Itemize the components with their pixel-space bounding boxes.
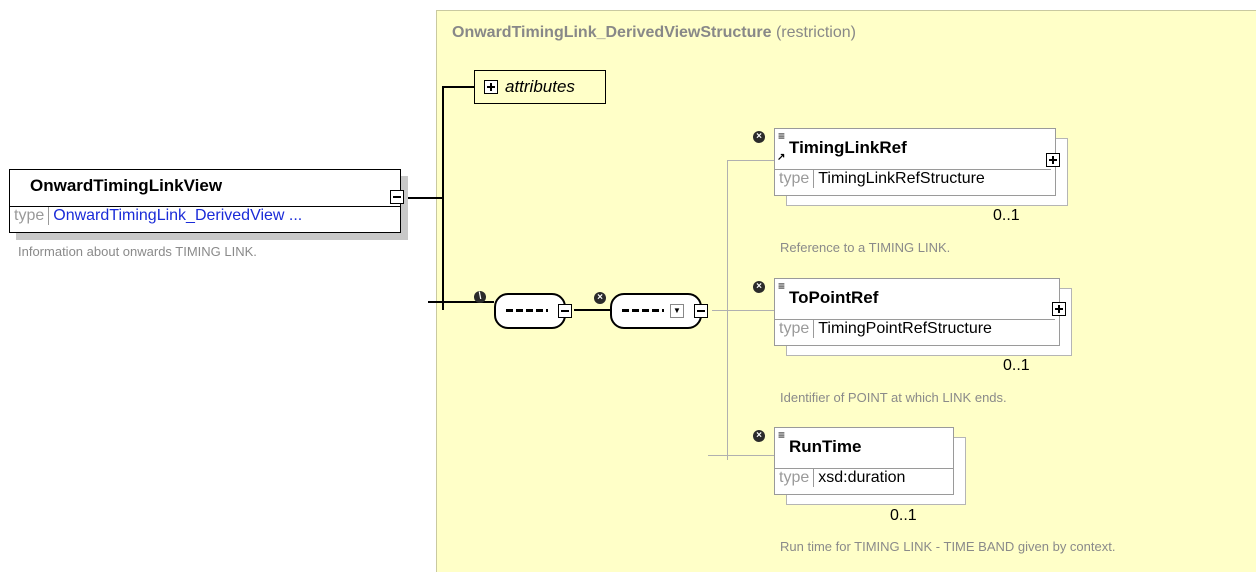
connector [574,309,610,311]
element-card[interactable]: OnwardTimingLinkView type OnwardTimingLi… [9,169,401,233]
optional-x-icon: × [753,131,765,143]
child-type-row: type xsd:duration [775,468,953,487]
type-value: xsd:duration [818,469,906,486]
optional-x-icon: \ [474,291,486,303]
optional-x-icon: × [753,430,765,442]
element-name: OnwardTimingLinkView [30,176,223,195]
child-card[interactable]: ≡ ToPointRef type TimingPointRefStructur… [774,278,1060,346]
minus-box-icon[interactable] [390,190,404,204]
plus-box-icon[interactable] [484,80,498,94]
sequence-compositor[interactable]: ▼ [610,293,702,329]
sequence-compositor[interactable] [494,293,566,329]
element-description: Information about onwards TIMING LINK. [18,244,257,259]
type-value-link[interactable]: OnwardTimingLink_DerivedView ... [53,207,303,224]
documentation-icon: ≡ [778,279,786,293]
plus-box-icon[interactable] [1052,302,1066,316]
child-type-row: type TimingLinkRefStructure [775,169,1051,188]
attributes-box[interactable]: attributes [474,70,606,104]
child-name: ToPointRef [789,288,879,307]
child-description: Reference to a TIMING LINK. [780,240,951,255]
child-description: Run time for TIMING LINK - TIME BAND giv… [780,539,1116,554]
type-label: type [775,170,815,188]
child-card[interactable]: ≡ ↗ TimingLinkRef type TimingLinkRefStru… [774,128,1056,196]
minus-box-icon[interactable] [558,304,572,318]
type-label: type [10,207,50,225]
type-label: type [775,320,815,338]
connector [442,86,444,310]
type-label: type [775,469,815,487]
connector [442,86,476,88]
child-name: RunTime [789,437,862,456]
connector [408,197,443,199]
child-type-row: type TimingPointRefStructure [775,319,1055,338]
child-description: Identifier of POINT at which LINK ends. [780,390,1007,405]
connector [708,455,776,456]
cardinality: 0..1 [993,207,1020,224]
structure-title: OnwardTimingLink_DerivedViewStructure (r… [452,24,856,41]
connector [727,160,776,161]
child-name: TimingLinkRef [789,138,907,157]
documentation-icon: ≡ [778,428,786,442]
type-value: TimingLinkRefStructure [818,170,985,187]
documentation-icon: ≡ [778,129,786,143]
reference-arrow-icon: ↗ [777,152,786,163]
optional-x-icon: × [753,281,765,293]
connector [712,310,776,311]
type-value: TimingPointRefStructure [818,320,992,337]
optional-x-icon: × [594,292,606,304]
cardinality: 0..1 [1003,357,1030,374]
cardinality: 0..1 [890,507,917,524]
connector [727,160,728,460]
child-card[interactable]: ≡ RunTime type xsd:duration [774,427,954,495]
plus-box-icon[interactable] [1046,153,1060,167]
sequence-icon [622,309,664,312]
sequence-icon [506,309,548,312]
dropdown-icon: ▼ [670,304,684,318]
element-type-row: type OnwardTimingLink_DerivedView ... [10,206,400,225]
connector [428,301,494,303]
minus-box-icon[interactable] [694,304,708,318]
attributes-label: attributes [505,77,575,96]
